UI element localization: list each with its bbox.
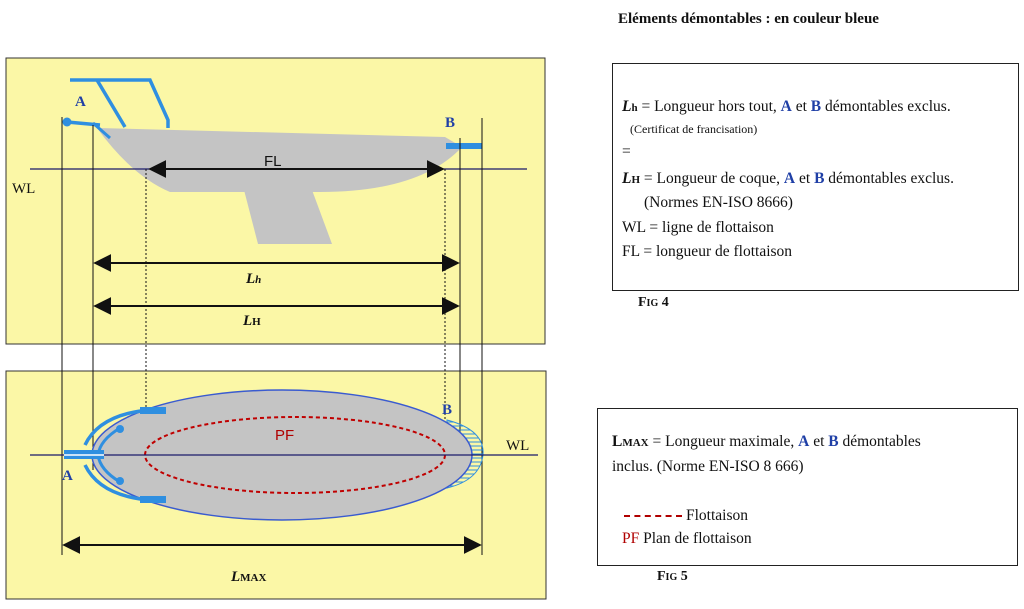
flottaison-legend-label: Flottaison (686, 507, 749, 524)
lh-def-text-b: démontables exclus. (821, 98, 951, 115)
label-b-side: B (445, 115, 456, 131)
lh-def-symbol: L (622, 98, 632, 115)
lH-symbol: L (243, 313, 253, 329)
stern-fitting-removable (446, 143, 482, 149)
lmax-subscript: MAX (240, 572, 267, 584)
lmax-def-b: B (828, 433, 839, 450)
label-lmax-dimension: LMAX (231, 569, 266, 586)
label-a-side: A (75, 94, 86, 110)
pulpit-plan-top-bar (140, 407, 166, 414)
lh-symbol: L (246, 271, 256, 287)
lh-def-text-a: = Longueur hors tout, (637, 98, 781, 115)
bow-fitting (62, 117, 72, 127)
lh-def-a: A (780, 98, 792, 115)
lmax-def-text-b: démontables (838, 433, 921, 450)
equals-sign: = (622, 143, 631, 160)
label-b-top: B (442, 402, 453, 418)
pf-legend: PF Plan de flottaison (622, 530, 752, 546)
fl-definition: FL = longueur de flottaison (622, 243, 793, 260)
label-fl: FL (264, 153, 282, 170)
label-pf: PF (275, 427, 295, 444)
label-wl-top: WL (506, 438, 530, 454)
lH-def-and: et (795, 170, 815, 187)
lmax-def-symbol: L (612, 433, 623, 450)
fig5-legend-box: LMAX = Longueur maximale, A et B démonta… (597, 408, 1018, 566)
lmax-definition-line2: inclus. (Norme EN-ISO 8 666) (612, 458, 804, 475)
lH-definition: LH = Longueur de coque, A et B démontabl… (622, 170, 954, 188)
pulpit-plan-bottom-bar (140, 496, 166, 503)
lH-def-text-a: = Longueur de coque, (640, 170, 784, 187)
fig5-caption: Fig 5 (657, 569, 688, 584)
lH-subscript: H (252, 316, 261, 328)
lmax-def-and: et (809, 433, 829, 450)
pulpit-strut (95, 79, 127, 128)
lH-def-b: B (814, 170, 825, 187)
lmax-def-subscript: MAX (622, 437, 649, 449)
fig4-legend-box: Lh = Longueur hors tout, A et B démontab… (612, 63, 1019, 291)
pf-legend-symbol: PF (622, 530, 640, 546)
norm-note: (Normes EN-ISO 8666) (644, 194, 793, 211)
wl-definition: WL = ligne de flottaison (622, 219, 774, 236)
lH-def-symbol: L (622, 170, 632, 187)
certificate-note: (Certificat de francisation) (630, 122, 758, 136)
lh-def-and: et (791, 98, 811, 115)
lmax-symbol: L (231, 569, 241, 585)
lh-def-subscript: h (631, 102, 638, 114)
label-wl-side: WL (12, 181, 36, 197)
lH-def-subscript: H (631, 174, 641, 186)
pf-legend-text: Plan de flottaison (639, 530, 752, 546)
lh-definition: Lh = Longueur hors tout, A et B démontab… (622, 98, 951, 116)
lH-def-a: A (783, 170, 796, 187)
pulpit-plan-node-top (116, 425, 124, 433)
fig4-caption: Fig 4 (638, 295, 669, 310)
lH-def-text-b: démontables exclus. (824, 170, 954, 187)
keel-shape (244, 190, 332, 244)
label-a-top: A (62, 468, 73, 484)
flottaison-legend-swatch (624, 515, 682, 517)
lh-def-b: B (810, 98, 822, 115)
lh-subscript: h (255, 274, 262, 286)
lmax-definition: LMAX = Longueur maximale, A et B démonta… (612, 433, 921, 451)
removable-elements-note: Eléments démontables : en couleur bleue (618, 11, 879, 27)
bow-fitting-arm (92, 121, 111, 140)
label-lH-dimension: LH (243, 313, 261, 330)
pulpit-plan-node-bottom (116, 477, 124, 485)
pulpit-removable (70, 78, 170, 128)
label-lh-dimension: Lh (246, 271, 261, 288)
lmax-def-text-a: = Longueur maximale, (648, 433, 799, 450)
lmax-def-a: A (798, 433, 810, 450)
